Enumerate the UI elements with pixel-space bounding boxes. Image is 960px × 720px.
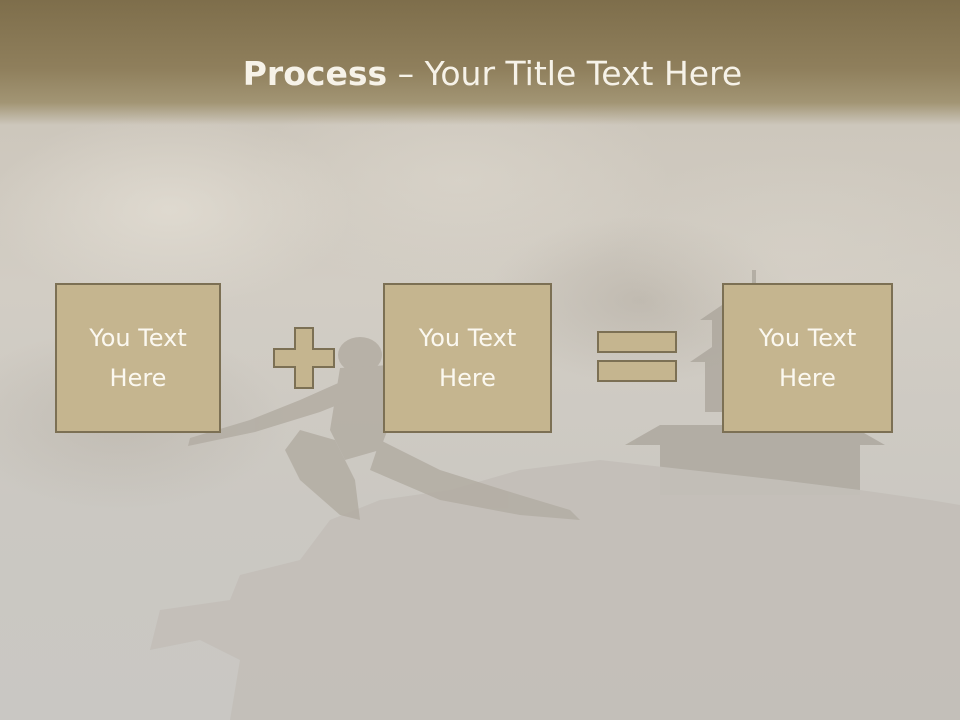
process-box-1[interactable]: You Text Here <box>55 283 221 433</box>
title-bar <box>0 0 960 125</box>
equals-icon <box>597 331 677 382</box>
process-box-3-label: You Text Here <box>758 324 857 392</box>
process-box-2[interactable]: You Text Here <box>383 283 552 433</box>
process-box-3[interactable]: You Text Here <box>722 283 893 433</box>
title-separator: – <box>387 54 425 93</box>
cliff-silhouette <box>150 460 960 720</box>
title-rest: Your Title Text Here <box>424 54 743 93</box>
person-silhouette <box>188 337 580 520</box>
slide-title[interactable]: Process – Your Title Text Here <box>0 52 960 96</box>
process-box-2-label: You Text Here <box>418 324 517 392</box>
title-bold: Process <box>242 54 388 93</box>
process-box-1-label: You Text Here <box>89 324 187 392</box>
plus-icon <box>273 327 335 389</box>
